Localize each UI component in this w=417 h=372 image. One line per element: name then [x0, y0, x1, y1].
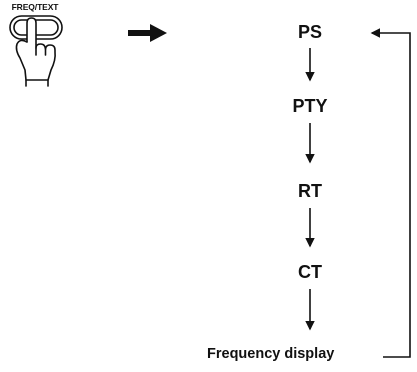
- big-right-arrow-icon: [128, 24, 167, 42]
- loop-back-arrow-icon: [370, 28, 411, 358]
- mode-pty: PTY: [292, 96, 328, 116]
- mode-ct: CT: [298, 262, 322, 282]
- mode-ps: PS: [297, 22, 322, 42]
- freq-text-button-label: FREQ/TEXT: [11, 2, 59, 12]
- hand-pressing-button-icon: [9, 15, 63, 87]
- frequency-display-label: Frequency display: [207, 346, 335, 362]
- mode-rt: RT: [298, 181, 322, 201]
